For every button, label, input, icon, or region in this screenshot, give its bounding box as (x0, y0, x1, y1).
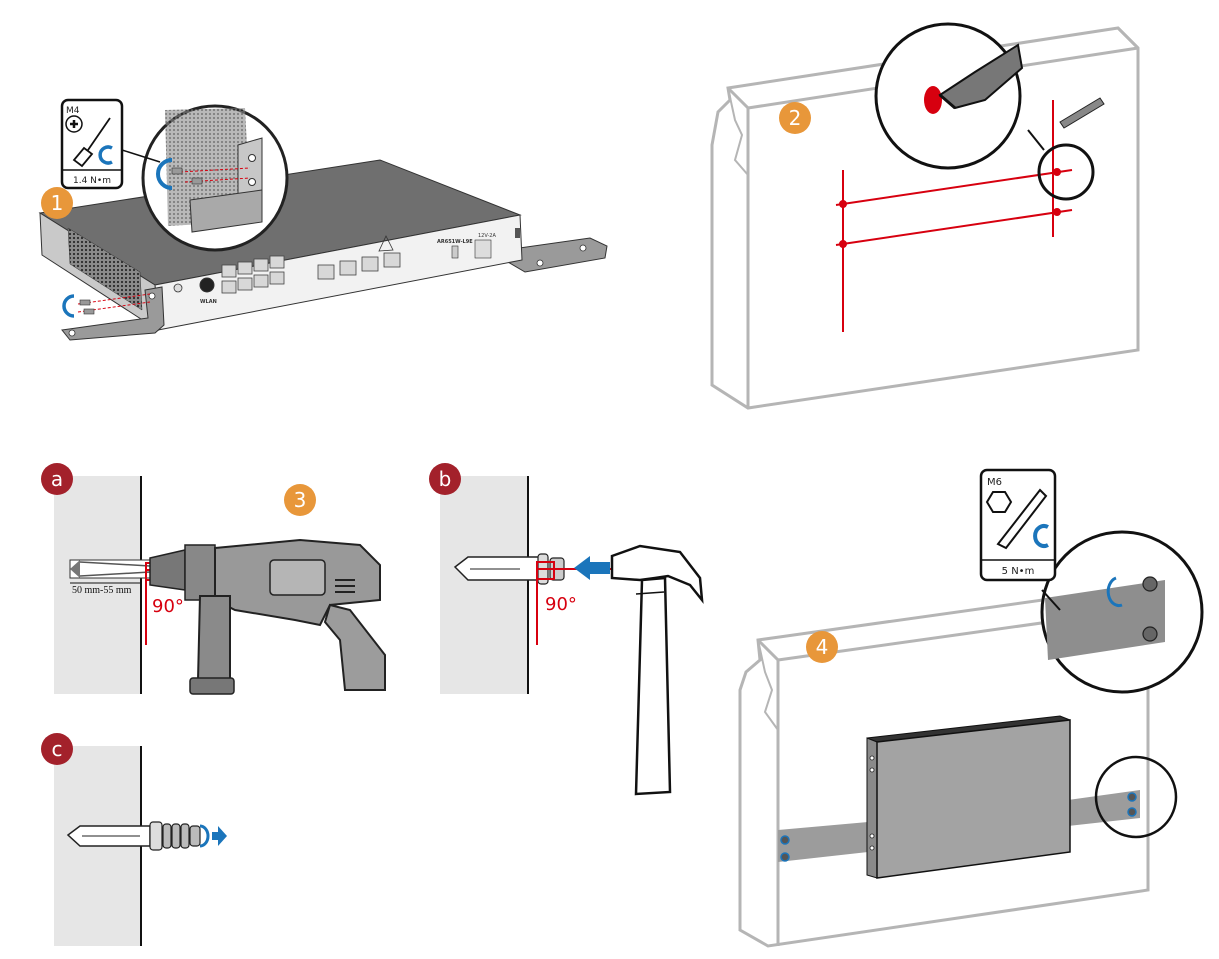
screw-icon (79, 299, 95, 315)
rotate-counterclockwise-icon (199, 824, 210, 848)
router-psu-label: 12V-2A (478, 233, 496, 239)
expansion-anchor-icon (66, 821, 201, 851)
push-arrow-icon (574, 556, 610, 580)
rotate-clockwise-icon (1033, 524, 1049, 548)
right-angle-label-b: 90° (545, 594, 577, 615)
router-wlan-label: WLAN (200, 299, 217, 305)
svg-text:3: 3 (294, 488, 307, 512)
wrench-bit-label: M6 (987, 477, 1002, 488)
substep-badge-c: c (41, 733, 73, 765)
left-mounting-bracket (778, 822, 868, 862)
phillips-screwdriver-icon (72, 117, 111, 168)
rotate-clockwise-icon (1106, 576, 1123, 608)
pull-arrow-icon (212, 826, 227, 846)
svg-text:b: b (439, 467, 452, 491)
hammer-drill-icon (149, 538, 386, 695)
wall-section (440, 476, 528, 694)
step-badge-4: 4 (806, 631, 838, 663)
right-mounting-bracket (1068, 790, 1140, 826)
left-mounting-bracket (61, 286, 165, 341)
hex-wrench-icon (996, 488, 1048, 550)
router-model-label: AR651W-L9E (437, 239, 473, 245)
wall-section (54, 476, 141, 694)
marking-lines (835, 100, 1073, 332)
svg-text:a: a (51, 467, 63, 491)
router-mounted (866, 715, 1071, 879)
svg-text:c: c (52, 737, 63, 761)
rotate-clockwise-icon (98, 145, 113, 165)
right-angle-label-a: 90° (152, 596, 184, 617)
mark-highlight-circle (1037, 143, 1095, 201)
step-badge-2: 2 (779, 102, 811, 134)
rotate-clockwise-icon (62, 294, 75, 318)
step4-wall-mount-panel: M6 5 N•m 4 (738, 468, 1204, 948)
step3c-remove-screw-panel: c (41, 733, 227, 946)
screw-highlight-circle (1094, 755, 1178, 839)
torque-label-step4: 5 N•m (1002, 566, 1035, 577)
step2-wall-marking-panel: 2 (710, 22, 1140, 410)
hex-nut-icon (985, 491, 1013, 513)
step1-router-panel: AR651W-L9E 12V-2A WLAN M4 (38, 98, 608, 341)
torque-label-step1: 1.4 N•m (73, 176, 111, 186)
step3a-drilling-panel: 50 mm-55 mm 90° a 3 (41, 463, 386, 695)
router-ports (173, 228, 520, 294)
substep-badge-b: b (429, 463, 461, 495)
step-badge-1: 1 (41, 187, 73, 219)
svg-text:4: 4 (816, 635, 829, 659)
step-badge-3: 3 (284, 484, 316, 516)
svg-text:2: 2 (789, 106, 802, 130)
rotate-clockwise-icon (156, 158, 173, 190)
drill-depth-label: 50 mm-55 mm (72, 585, 132, 596)
screwdriver-bit-label: M4 (66, 106, 80, 116)
step3b-anchor-hammer-panel: 90° b (429, 463, 704, 796)
screwdriver-tool-card: M4 1.4 N•m (60, 98, 124, 190)
svg-text:1: 1 (51, 191, 64, 215)
substep-badge-a: a (41, 463, 73, 495)
wrench-tool-card: M6 5 N•m (979, 468, 1057, 582)
marker-pen-icon (1059, 97, 1105, 129)
hammer-icon (610, 544, 704, 796)
